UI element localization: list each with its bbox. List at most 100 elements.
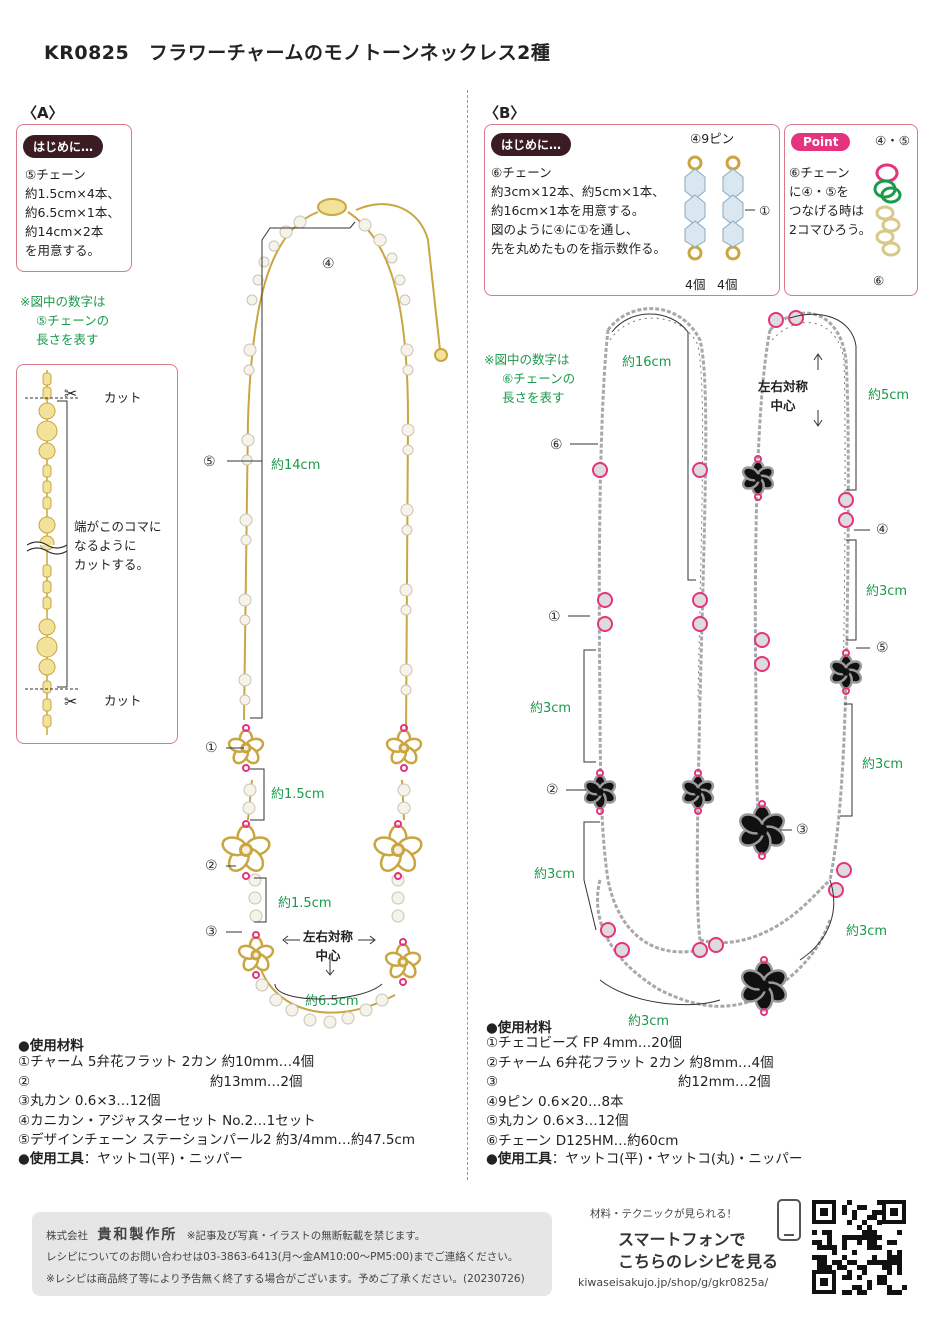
qr-module xyxy=(867,1285,872,1290)
qr-module xyxy=(822,1245,827,1250)
qr-module xyxy=(832,1250,837,1255)
czech-bead xyxy=(838,492,854,508)
material-item: ④9ピン 0.6×20…8本 xyxy=(486,1093,624,1110)
jump-ring xyxy=(754,493,762,501)
qr-module xyxy=(867,1260,872,1265)
contact-line: レシピについてのお問い合わせは03-3863-6413(月〜金AM10:00〜P… xyxy=(46,1251,519,1263)
qr-module xyxy=(837,1265,842,1270)
qr-module xyxy=(817,1260,822,1265)
section-a-note: ※図中の数字は ⑤チェーンの 長さを表す xyxy=(20,294,110,347)
qr-module xyxy=(827,1235,832,1240)
materials-b-list: ①チェコビーズ FP 4mm…20個 ②チャーム 6弁花フラット 2カン 約8m… xyxy=(486,1034,774,1151)
label-b-3: ③ xyxy=(796,822,809,838)
qr-module xyxy=(857,1290,862,1295)
czech-bead xyxy=(828,882,844,898)
length-a-1-5cm-bottom: 約1.5cm xyxy=(278,896,332,911)
qr-module xyxy=(817,1245,822,1250)
flower-center xyxy=(694,788,702,796)
label-b-5: ⑤ xyxy=(876,640,889,656)
qr-module xyxy=(872,1245,877,1250)
jump-ring xyxy=(842,687,850,695)
qr-module xyxy=(842,1205,847,1210)
intro-pill-b: はじめに… xyxy=(491,133,572,156)
qr-module xyxy=(842,1235,847,1240)
count-left: 4個 xyxy=(685,277,706,292)
qr-module xyxy=(832,1260,837,1265)
length-b-3cm-e: 約3cm xyxy=(846,924,888,939)
czech-bead xyxy=(592,462,608,478)
qr-module xyxy=(877,1210,882,1215)
cut-note: 端がこのコマに なるように カットする。 xyxy=(74,519,162,572)
czech-bead xyxy=(597,616,613,632)
flower-center xyxy=(754,474,762,482)
length-a-14cm: 約14cm xyxy=(271,458,321,473)
qr-module xyxy=(847,1270,852,1275)
qr-module xyxy=(867,1230,872,1235)
footer-info-box: 株式会社 貴和製作所 ※記事及び写真・イラストの無断転載を禁じます。 レシピにつ… xyxy=(32,1212,552,1296)
qr-module xyxy=(857,1225,862,1230)
qr-module xyxy=(867,1225,872,1230)
recipe-url[interactable]: kiwaseisakujo.jp/shop/g/gkr0825a/ xyxy=(578,1276,769,1289)
qr-module xyxy=(817,1265,822,1270)
qr-module xyxy=(842,1240,847,1245)
scissors-icon: ✂ xyxy=(64,692,78,711)
qr-module xyxy=(892,1240,897,1245)
qr-module xyxy=(902,1285,907,1290)
qr-module xyxy=(897,1260,902,1265)
czech-bead xyxy=(754,632,770,648)
qr-module xyxy=(882,1260,887,1265)
flower-center xyxy=(239,843,253,857)
cut-top-label: カット xyxy=(104,390,142,405)
qr-module xyxy=(857,1285,862,1290)
jump-ring xyxy=(242,820,250,828)
qr-module xyxy=(867,1215,872,1220)
qr-module xyxy=(852,1285,857,1290)
qr-module xyxy=(897,1290,902,1295)
point-nums: ④・⑤ xyxy=(875,133,910,148)
qr-code-icon[interactable] xyxy=(812,1200,907,1295)
materials-a-heading: ●使用材料 xyxy=(18,1038,84,1054)
qr-module xyxy=(892,1290,897,1295)
material-item: ⑤デザインチェーン ステーションパール2 約3/4mm…約47.5cm xyxy=(18,1132,415,1148)
qr-module xyxy=(832,1245,837,1250)
flower-center xyxy=(758,980,770,992)
section-b-note: ※図中の数字は ⑥チェーンの 長さを表す xyxy=(484,352,576,405)
qr-module xyxy=(847,1260,852,1265)
jump-ring xyxy=(842,649,850,657)
qr-module xyxy=(877,1200,882,1205)
promo-line1: スマートフォンで xyxy=(618,1230,746,1249)
czech-bead xyxy=(692,592,708,608)
qr-module xyxy=(842,1265,847,1270)
intro-text: ⑤チェーン 約1.5cm×4本、 約6.5cm×1本、 約14cm×2本 を用意… xyxy=(25,167,120,258)
material-item: ④カニカン・アジャスターセット No.2…1セット xyxy=(18,1112,316,1129)
flower-center xyxy=(397,956,409,968)
smartphone-icon xyxy=(777,1199,801,1241)
jump-ring xyxy=(252,931,260,939)
length-b-3cm-b: 約3cm xyxy=(530,701,572,716)
company-line: 株式会社 貴和製作所 ※記事及び写真・イラストの無断転載を禁じます。 xyxy=(46,1227,426,1243)
materials-a-list: ①チャーム 5弁花フラット 2カン 約10mm…4個 ② 約13mm…2個 ③丸… xyxy=(18,1053,415,1151)
cut-diagram xyxy=(25,370,79,735)
pin-bead-diagram xyxy=(684,155,755,261)
point-pill: Point xyxy=(791,133,851,151)
label-b-6: ⑥ xyxy=(550,437,563,453)
qr-module xyxy=(862,1220,867,1225)
qr-module xyxy=(862,1235,867,1240)
qr-module xyxy=(852,1235,857,1240)
flower-center xyxy=(596,788,604,796)
qr-module xyxy=(852,1215,857,1220)
material-item: ⑥チェーン D125HM…約60cm xyxy=(486,1132,679,1149)
czech-bead xyxy=(754,656,770,672)
intro-b-text: ⑥チェーン 約3cm×12本、約5cm×1本、 約16cm×1本を用意する。 図… xyxy=(491,165,667,256)
label-b-2: ② xyxy=(546,782,559,798)
qr-module xyxy=(852,1250,857,1255)
czech-bead xyxy=(692,942,708,958)
qr-module xyxy=(857,1265,862,1270)
qr-module xyxy=(847,1275,852,1280)
material-item: ⑤丸カン 0.6×3…12個 xyxy=(486,1113,629,1129)
label-a-5: ⑤ xyxy=(203,454,216,470)
qr-module xyxy=(877,1280,882,1285)
length-b-3cm-d: 約3cm xyxy=(534,867,576,882)
qr-module xyxy=(887,1250,892,1255)
qr-module xyxy=(862,1270,867,1275)
